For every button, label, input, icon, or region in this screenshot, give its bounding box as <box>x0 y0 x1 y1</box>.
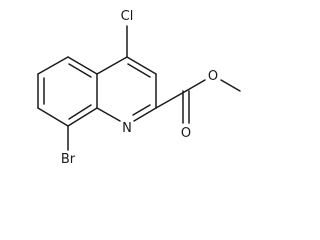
bond-c4-c3 <box>126 56 157 75</box>
bond-n1-c8a-side <box>96 107 121 122</box>
methyl-ester-group: O O <box>155 69 241 141</box>
bond-c6-c7-outer <box>37 107 69 127</box>
bond-inner-c7-c8 <box>68 104 92 120</box>
bond-c4a-c5 <box>37 56 69 75</box>
bond-inner-c8a-c4a <box>68 63 92 78</box>
nitrogen-label: N <box>122 121 132 136</box>
bromine-label: Br <box>61 152 76 167</box>
chemical-structure: Cl N Br O O <box>37 9 241 167</box>
bond-inner-c4-c3 <box>127 63 151 78</box>
bond-inner-c2-n1 <box>132 104 151 116</box>
bond-c7-c8 <box>67 107 98 127</box>
ester-oxygen-label: O <box>208 69 218 84</box>
bond-carbonyl-ester-o <box>185 79 206 92</box>
bond-c2-carbonyl <box>155 90 187 109</box>
carbonyl-oxygen-label: O <box>181 126 191 141</box>
pyridine-ring <box>96 56 157 122</box>
bond-c8a-c4a <box>67 56 98 75</box>
benzo-ring <box>37 56 98 127</box>
bond-c2-n1 <box>133 107 157 122</box>
chlorine-label: Cl <box>121 9 134 24</box>
bond-c8a-c4 <box>96 56 128 75</box>
bond-ester-o-methyl <box>220 79 241 92</box>
